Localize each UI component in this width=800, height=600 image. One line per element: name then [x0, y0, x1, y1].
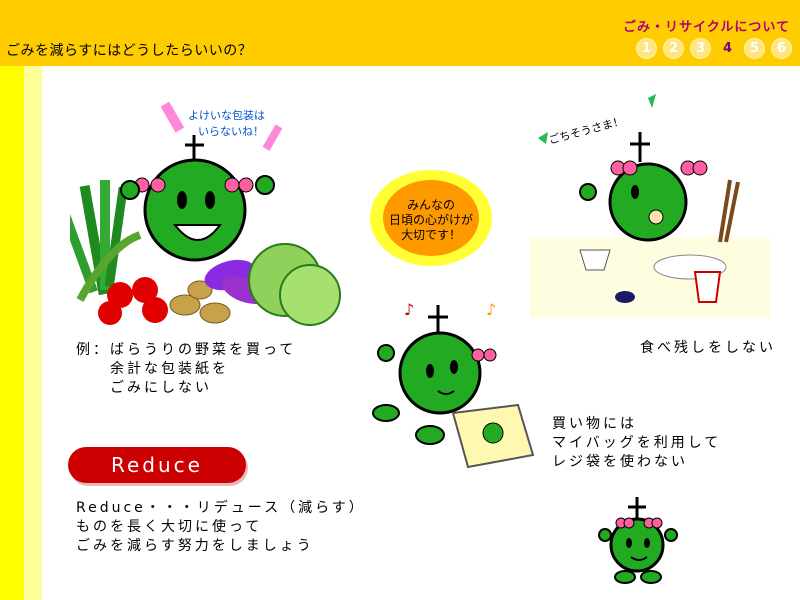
header-bar: ごみを減らすにはどうしたらいいの？ ごみ・リサイクルについて 1 2 3 4 5… — [0, 0, 800, 66]
small-character-illustration — [598, 497, 678, 584]
bubble-line1: みんなの — [406, 198, 455, 212]
page-button-1[interactable]: 1 — [636, 38, 657, 59]
page-button-5[interactable]: 5 — [744, 38, 765, 59]
reduce-button[interactable]: Reduce — [68, 447, 246, 483]
svg-text:♪: ♪ — [404, 300, 414, 319]
meal-character-illustration: ごちそうさま！ — [530, 94, 770, 317]
shopping-text: 買い物には マイバッグを利用して レジ袋を使わない — [552, 416, 722, 470]
vegetables-character-illustration: よけいな包装は いらないね！ — [70, 101, 341, 326]
reduce-button-label: Reduce — [111, 453, 203, 477]
page-navigation: 1 2 3 4 5 6 — [636, 38, 792, 59]
meal-text: 食べ残しをしない — [640, 340, 776, 356]
page-title: ごみを減らすにはどうしたらいいの？ — [6, 43, 253, 59]
bubble-line3: 大切です！ — [400, 228, 461, 242]
meal-caption: ごちそうさま！ — [547, 113, 625, 146]
vegetables-text: 例：ばらうりの野菜を買って 余計な包装紙を ごみにしない — [76, 342, 297, 396]
page-button-6[interactable]: 6 — [771, 38, 792, 59]
page-button-4-current[interactable]: 4 — [717, 38, 738, 59]
svg-text:♪: ♪ — [486, 300, 496, 319]
center-bubble — [370, 170, 492, 266]
left-bar — [0, 66, 24, 600]
caption-line2: いらないね！ — [198, 125, 264, 138]
reduce-text: Reduce・・・リデュース（減らす） ものを長く大切に使って ごみを減らす努力… — [76, 500, 366, 554]
section-title: ごみ・リサイクルについて — [623, 20, 790, 35]
caption-line1: よけいな包装は — [188, 109, 265, 122]
shopping-character-illustration: ♪ ♪ — [372, 300, 535, 469]
bubble-line2: 日頃の心がけが — [388, 213, 473, 227]
page-button-3[interactable]: 3 — [690, 38, 711, 59]
page-button-2[interactable]: 2 — [663, 38, 684, 59]
left-bar-light — [24, 66, 42, 600]
